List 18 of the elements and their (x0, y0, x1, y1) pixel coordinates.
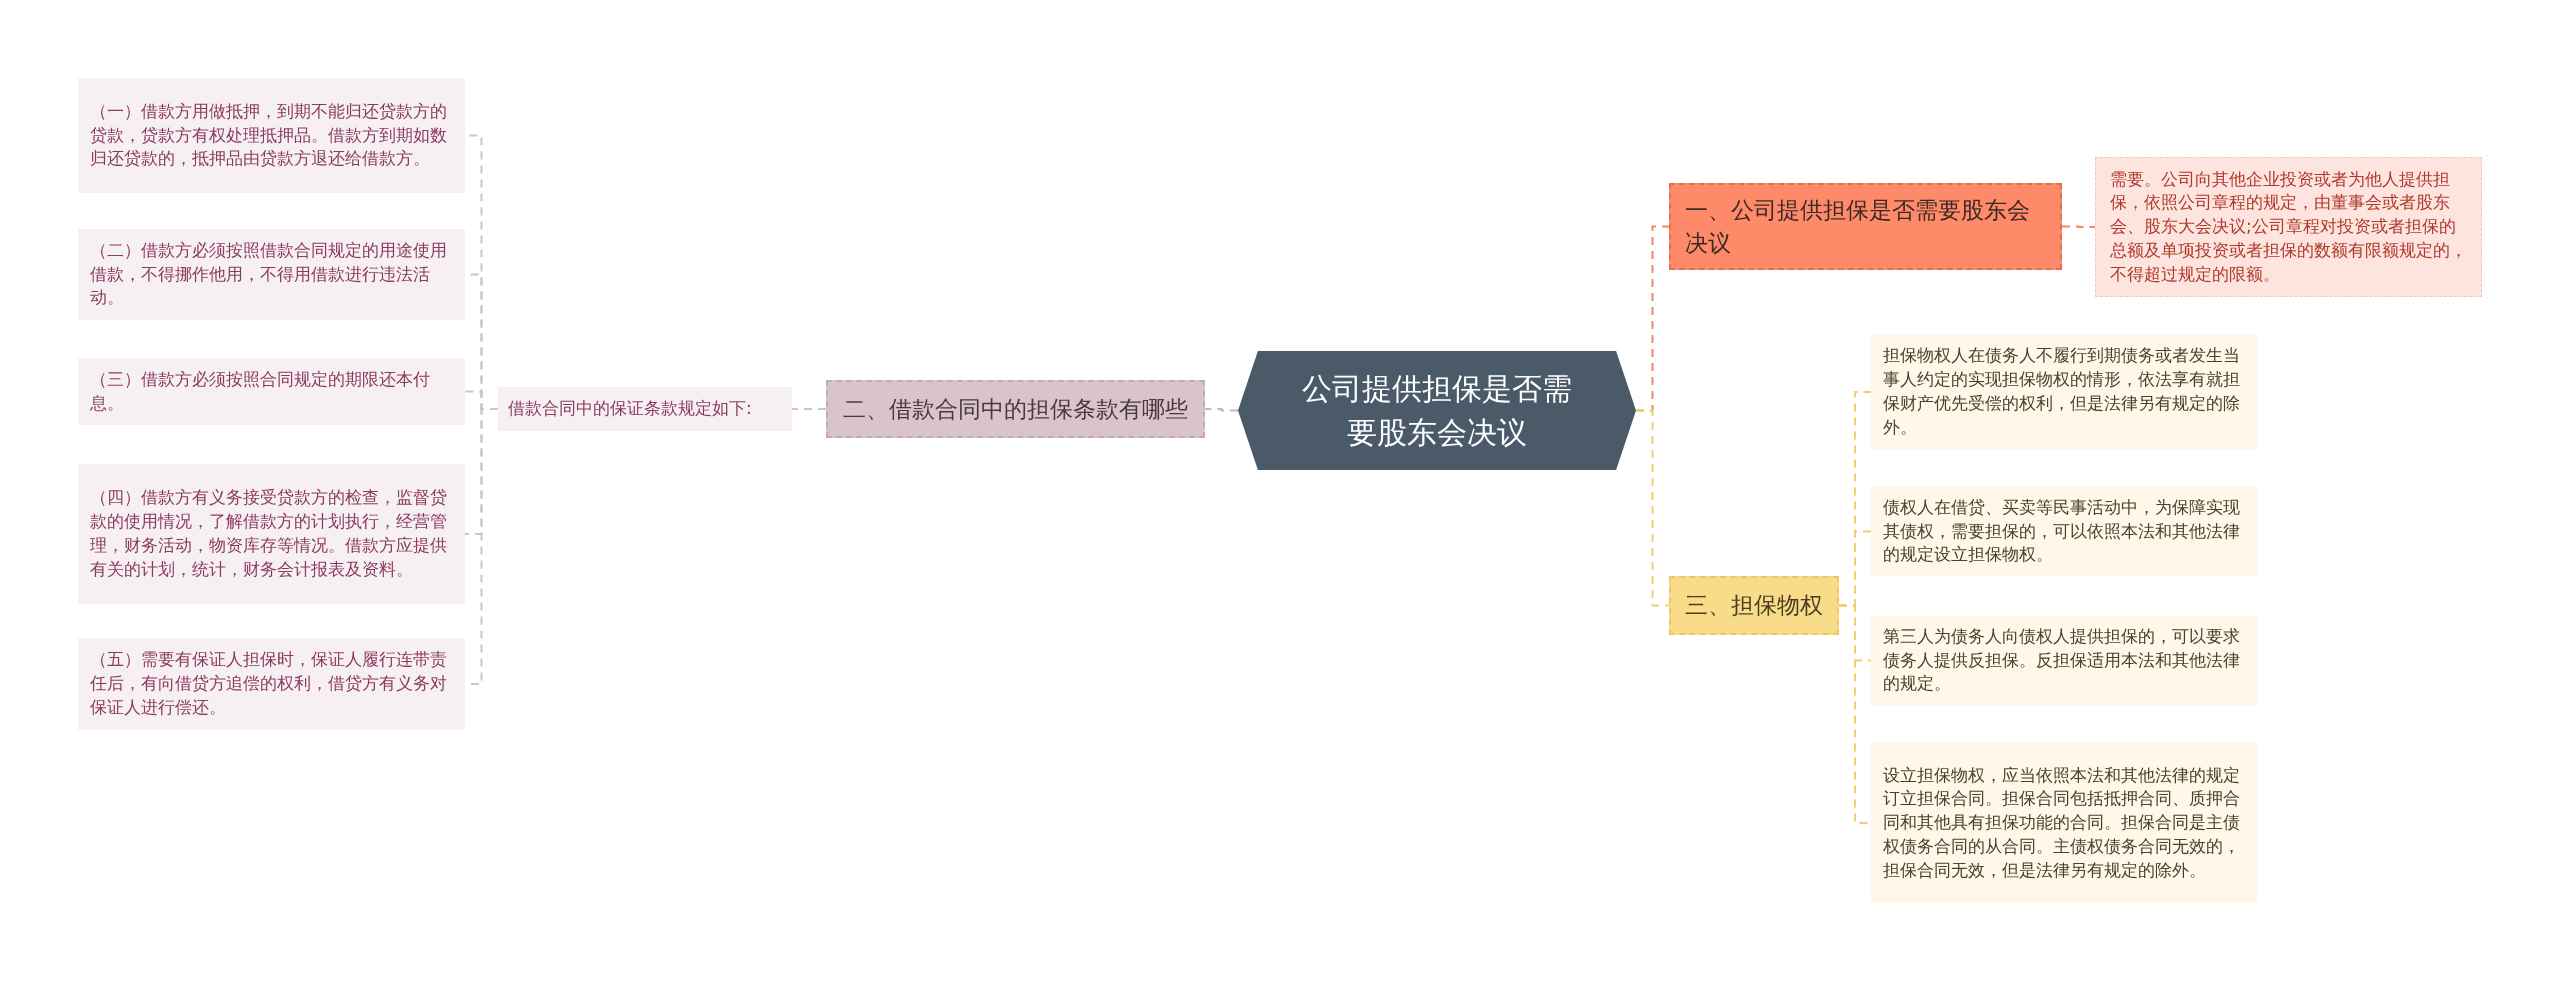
text-box: 债权人在借贷、买卖等民事活动中，为保障实现其债权，需要担保的，可以依照本法和其他法律的规定设立担保物权。 (1871, 487, 2257, 576)
text-box: （一）借款方用做抵押，到期不能归还贷款方的贷款，贷款方有权处理抵押品。借款方到期如数归还贷款的，抵押品由贷款方退还给借款方。 (78, 78, 465, 193)
branch-topic-box: 二、借款合同中的担保条款有哪些 (826, 380, 1205, 438)
connector-line (791, 408, 827, 410)
text-box: （四）借款方有义务接受贷款方的检查，监督贷款的使用情况，了解借款方的计划执行，经营管理，财务活动，物资库存等情况。借款方应提供有关的计划，统计，财务会计报表及资料。 (78, 464, 465, 604)
connector-line (1204, 408, 1239, 412)
text-box: （三）借款方必须按照合同规定的期限还本付息。 (78, 358, 465, 425)
connector-line (1635, 409, 1670, 607)
connector-line (2061, 225, 2096, 228)
branch-topic-box: 一、公司提供担保是否需要股东会决议 (1669, 183, 2062, 270)
text-box: 担保物权人在债务人不履行到期债务或者发生当事人约定的实现担保物权的情形，依法享有就担保财产优先受偿的权利，但是法律另有规定的除外。 (1871, 335, 2257, 449)
text-box: 需要。公司向其他企业投资或者为他人提供担保，依照公司章程的规定，由董事会或者股东会、股东大会决议;公司章程对投资或者担保的总额及单项投资或者担保的数额有限额规定的，不得超过规定的限额。 (2095, 157, 2482, 297)
text-box: 设立担保物权，应当依照本法和其他法律的规定订立担保合同。担保合同包括抵押合同、质押合同和其他具有担保功能的合同。担保合同是主债权债务合同的从合同。主债权债务合同无效的，担保合同无效，但是法律另有规定的除外。 (1871, 743, 2257, 903)
text-box: （五）需要有保证人担保时，保证人履行连带责任后，有向借贷方追偿的权利，借贷方有义务对保证人进行偿还。 (78, 638, 465, 730)
subtopic-box: 借款合同中的保证条款规定如下: (498, 387, 792, 431)
text-box: （二）借款方必须按照借款合同规定的用途使用借款，不得挪作他用，不得用借款进行违法活动。 (78, 229, 465, 320)
text-box: 第三人为债务人向债权人提供担保的，可以要求债务人提供反担保。反担保适用本法和其他法律的规定。 (1871, 616, 2257, 705)
branch-topic-box: 三、担保物权 (1669, 576, 1839, 635)
